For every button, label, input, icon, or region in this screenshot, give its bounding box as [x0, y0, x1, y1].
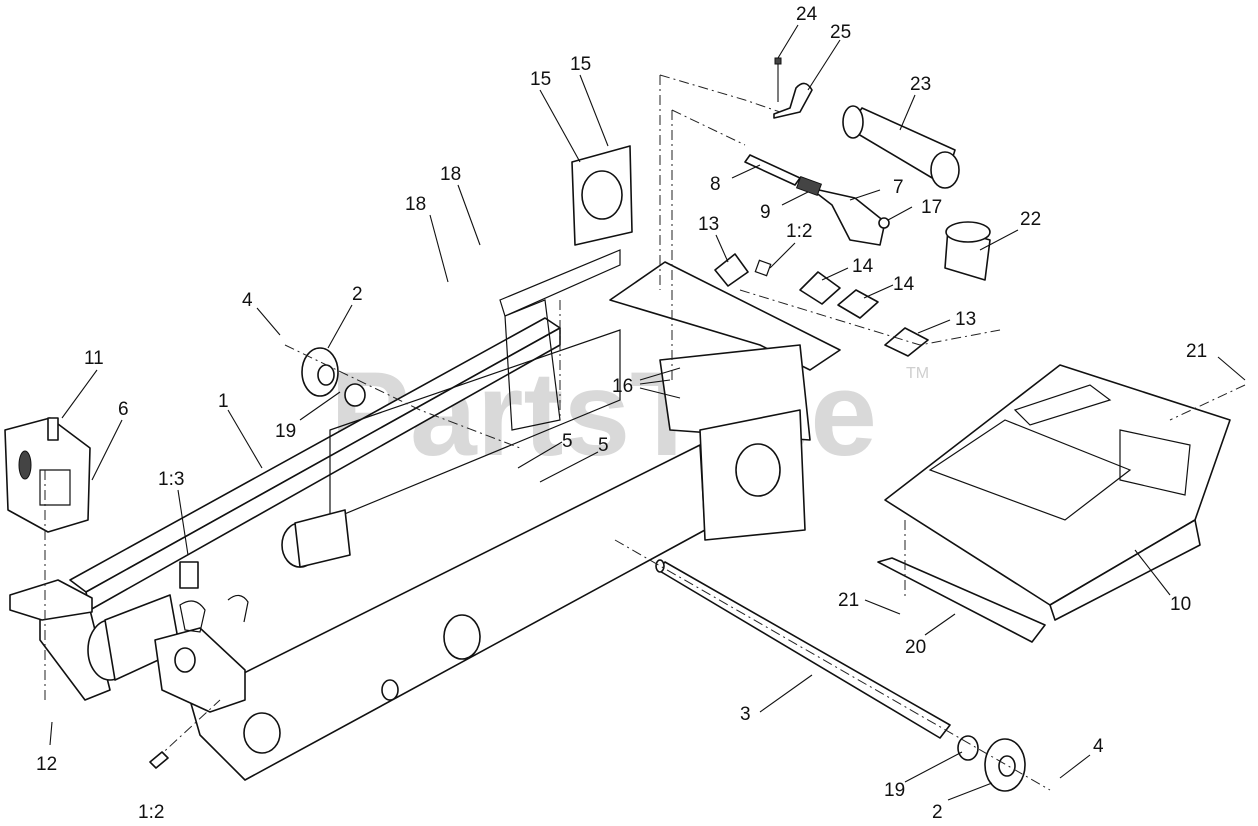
callout-9: 9	[760, 202, 771, 223]
callout-21-right: 21	[1186, 341, 1207, 362]
spacer-cylinder	[944, 221, 991, 281]
callout-2-upper: 2	[352, 284, 363, 305]
bearing-flange-upper	[301, 347, 366, 407]
callout-11: 11	[84, 348, 104, 369]
callout-16: 16	[612, 376, 633, 397]
callout-4-upper: 4	[242, 290, 253, 311]
callout-7: 7	[893, 177, 904, 198]
callout-18-lower: 18	[405, 194, 426, 215]
callout-24: 24	[796, 4, 818, 25]
latch-assembly	[744, 154, 890, 246]
callout-ref-1-3: 1:3	[158, 469, 184, 490]
callout-12: 12	[36, 754, 57, 775]
callout-19-upper: 19	[275, 421, 296, 442]
callout-15-left: 15	[530, 69, 551, 90]
callout-22: 22	[1020, 209, 1041, 230]
callout-19-lower: 19	[884, 780, 905, 801]
decal-1-3	[179, 561, 199, 589]
callout-15-right: 15	[570, 54, 591, 75]
bumper-block-left	[4, 417, 91, 533]
deck-plate	[884, 364, 1231, 621]
callout-13-upper: 13	[698, 214, 719, 235]
callout-14-lower: 14	[893, 274, 915, 295]
callout-2-lower: 2	[932, 802, 943, 823]
leader-lines	[49, 24, 1246, 801]
callout-8: 8	[710, 174, 721, 195]
callout-4-lower: 4	[1093, 736, 1104, 757]
callout-18-upper: 18	[440, 164, 461, 185]
callout-25: 25	[830, 22, 851, 43]
decal-1-2-lower	[149, 751, 169, 769]
callout-ref-1-2-upper: 1:2	[786, 221, 812, 242]
callout-6: 6	[118, 399, 129, 420]
callout-14-upper: 14	[852, 256, 874, 277]
callout-23: 23	[910, 74, 931, 95]
mounting-plate	[499, 145, 633, 431]
main-frame	[9, 261, 841, 781]
assembly-lines	[44, 74, 1246, 791]
callout-20: 20	[905, 637, 926, 658]
callout-5-left: 5	[562, 431, 573, 452]
callout-21-lower: 21	[838, 590, 859, 611]
trademark-text: TM	[906, 365, 929, 382]
callout-3: 3	[740, 704, 751, 725]
shaft	[655, 559, 979, 761]
callout-labels: 24 25 23 15 15 18 18 8 7 9 17 22 13 1:2 …	[36, 4, 1207, 823]
callout-10: 10	[1170, 594, 1191, 615]
rubber-bumpers	[714, 253, 929, 357]
clamp-and-screw	[773, 57, 813, 119]
callout-13-lower: 13	[955, 309, 976, 330]
flat-bar	[877, 557, 1046, 643]
callout-1: 1	[218, 391, 229, 412]
callout-ref-1-2-lower: 1:2	[138, 802, 164, 823]
grip-tube	[842, 105, 960, 189]
bearing-flange-lower	[984, 738, 1026, 792]
callout-5-right: 5	[598, 435, 609, 456]
callout-17: 17	[921, 197, 942, 218]
